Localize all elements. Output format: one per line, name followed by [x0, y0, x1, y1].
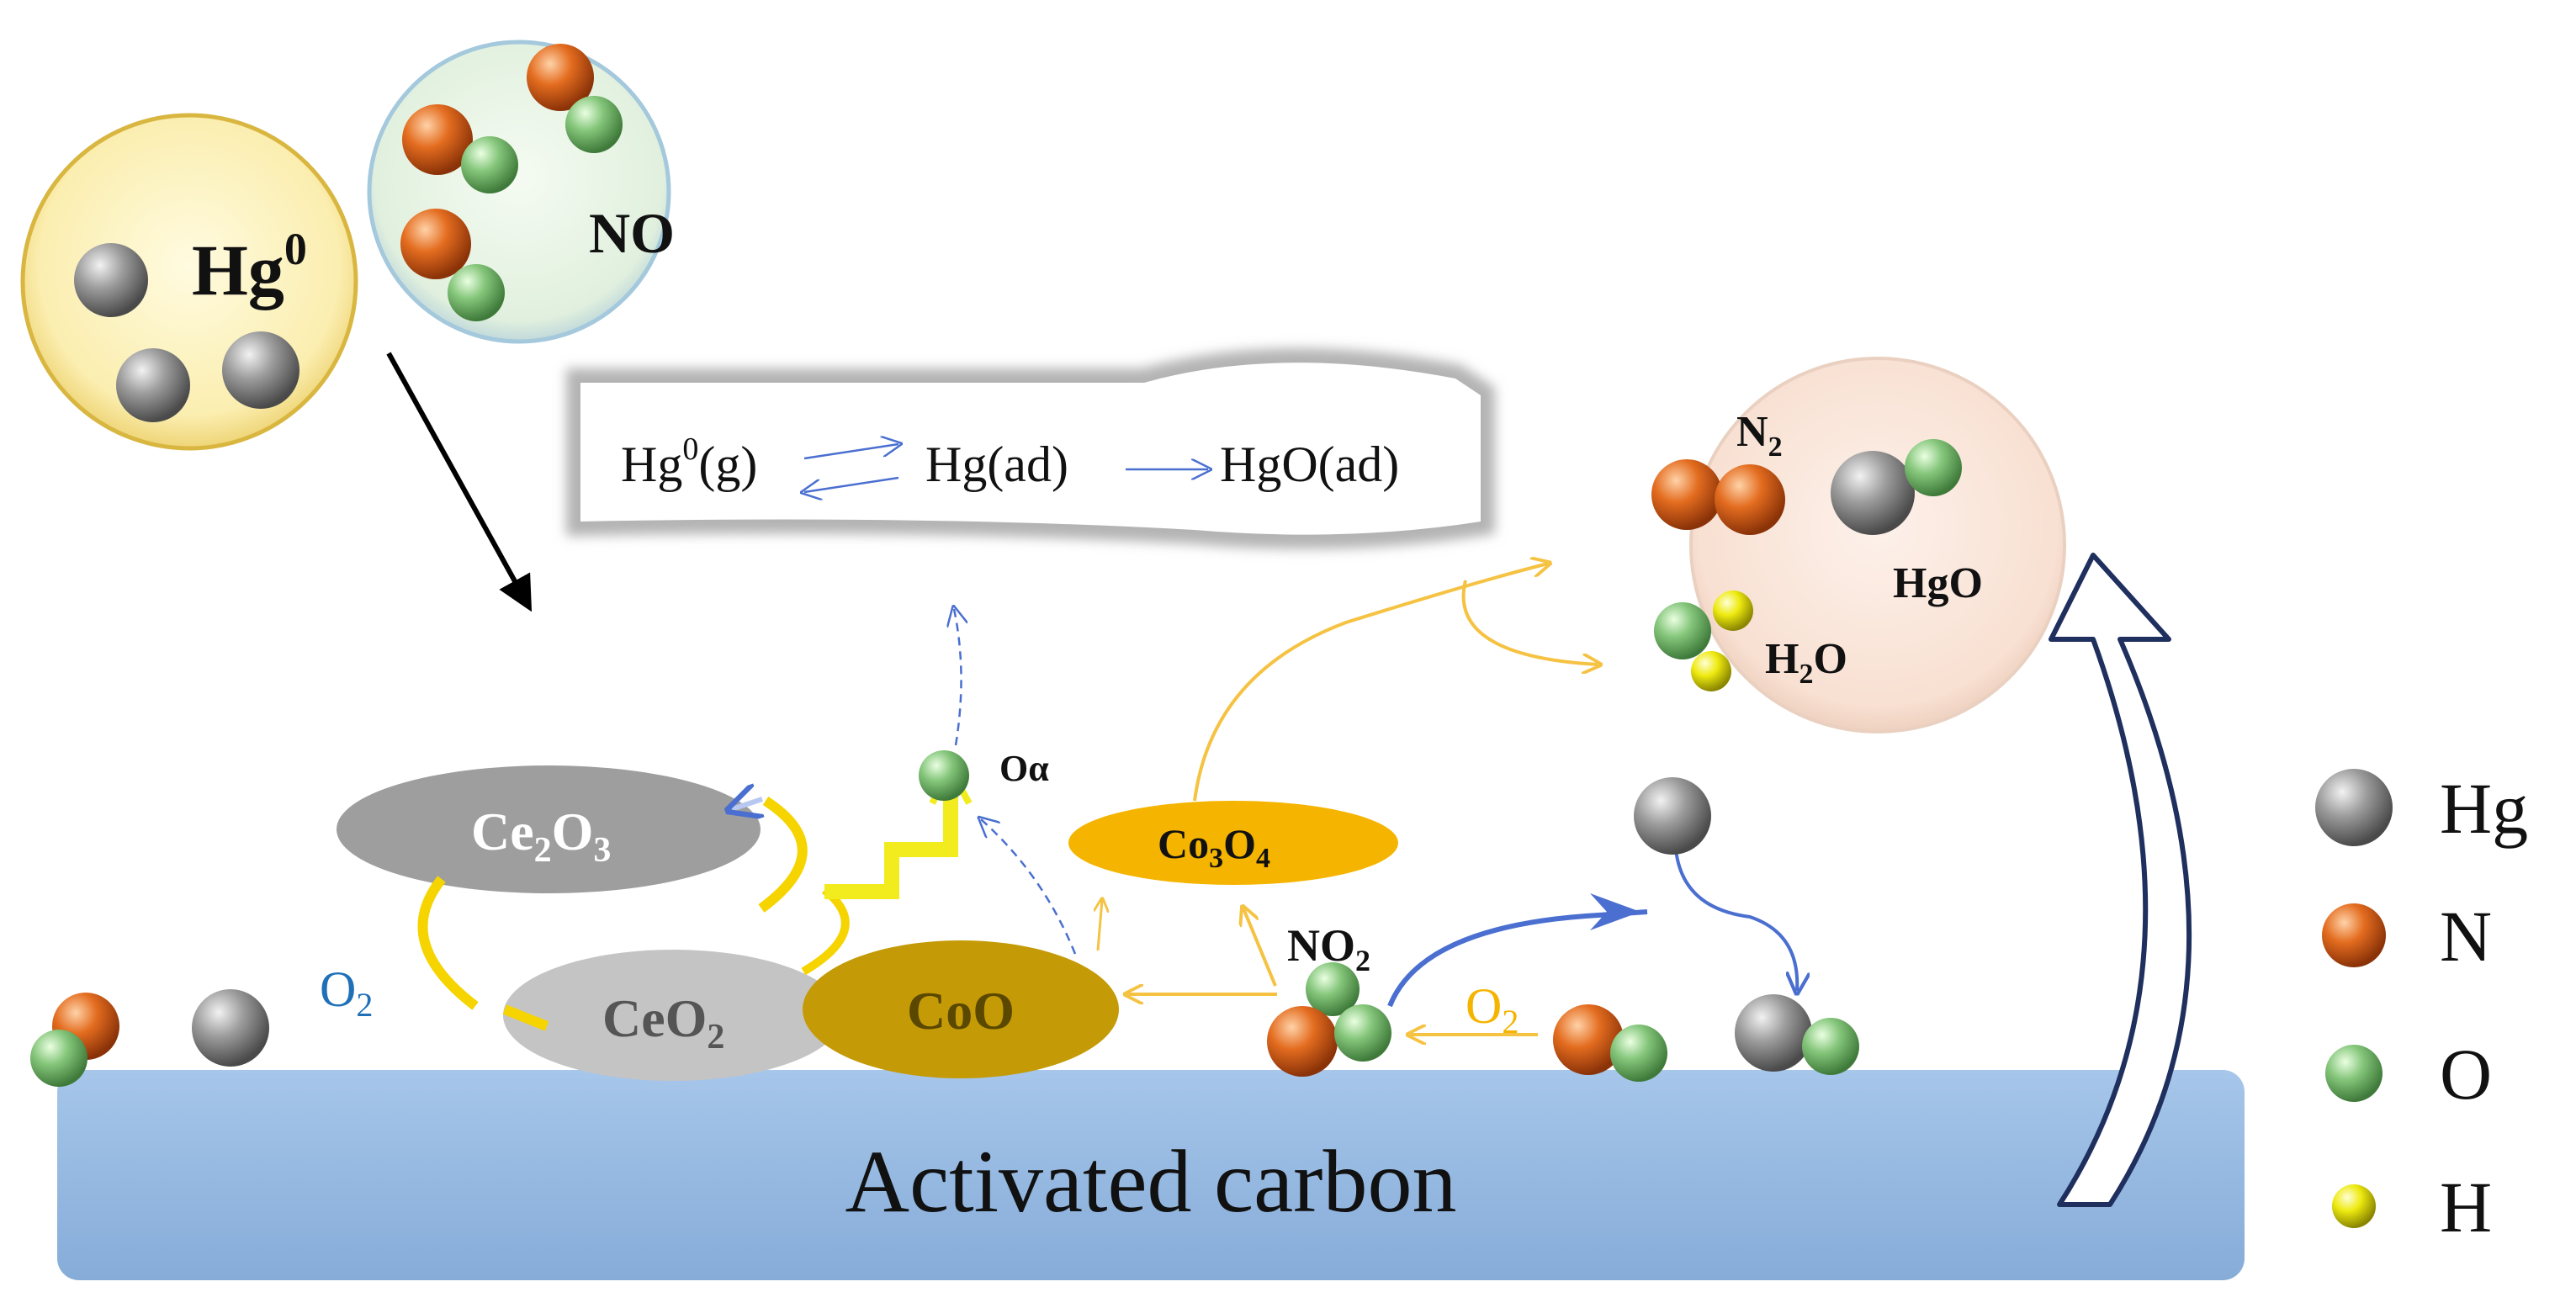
no2-to-hg-oxidation-arrow-head — [1590, 893, 1640, 930]
coo-ellipse — [803, 940, 1119, 1078]
no-bubble-molecules — [400, 44, 623, 321]
o-atom — [1905, 439, 1962, 496]
co3o4-label: Co3O4 — [1158, 820, 1270, 874]
legend-h-swatch — [2332, 1184, 2376, 1228]
no2-label: NO2 — [1287, 920, 1370, 977]
hg-atom — [74, 243, 148, 317]
o-alpha-atom — [919, 750, 969, 801]
reaction-step-hg-adsorbed: Hg(ad) — [925, 437, 1068, 492]
o-atom — [448, 264, 505, 321]
hg0-bubble — [20, 113, 358, 451]
o2-left-label: O2 — [320, 961, 373, 1024]
legend-hg-label: Hg — [2440, 768, 2528, 849]
desorption-curved-arrow — [2049, 553, 2192, 1207]
ce2o3-label: Ce2O3 — [471, 802, 611, 870]
reaction-step-hg0-gas: Hg0(g) — [621, 432, 757, 492]
coo-label: CoO — [907, 981, 1015, 1041]
hg-atom — [1831, 451, 1915, 535]
no2-to-hg-oxidation-arrow — [1387, 909, 1648, 1008]
gas-hg-atom — [1634, 777, 1711, 855]
hgo-label: HgO — [1893, 559, 1983, 607]
activated-carbon-label: Activated carbon — [845, 1132, 1457, 1231]
legend-n-swatch — [2322, 903, 2386, 967]
no-bubble-label: NO — [589, 201, 675, 265]
o-atom — [30, 1030, 87, 1087]
n-atom — [527, 44, 594, 111]
no-bubble — [367, 40, 671, 344]
gas-to-surface-arrow — [386, 352, 533, 612]
o-atom — [1306, 962, 1360, 1016]
legend-o-label: O — [2440, 1034, 2492, 1115]
oxygen-release-arrow — [824, 795, 958, 899]
h-atom — [1713, 590, 1753, 631]
legend-n-label: N — [2440, 896, 2492, 977]
hg-atom — [1735, 994, 1812, 1072]
h-atom — [1691, 651, 1731, 691]
coo-to-o-alpha-dashed-arrow — [981, 819, 1077, 955]
o-atom — [1334, 1004, 1391, 1062]
o-atom — [565, 96, 623, 153]
products-molecules — [1651, 439, 1962, 691]
n-atom — [400, 209, 471, 279]
ce2o3-ellipse — [337, 765, 761, 893]
o-atom — [461, 136, 518, 193]
o-atom — [1802, 1018, 1859, 1075]
ceo2-ellipse — [503, 950, 843, 1081]
surface-no-right — [1553, 1004, 1667, 1082]
hg-to-surface-arrow — [1674, 849, 1797, 991]
legend-hg-swatch — [2315, 769, 2393, 846]
n-atom — [1651, 459, 1722, 530]
legend-o-swatch — [2325, 1045, 2383, 1102]
h2o-label: H2O — [1765, 635, 1847, 690]
n-atom — [402, 104, 473, 175]
o-alpha-to-reaction-arrow — [954, 609, 962, 746]
n2-label: N2 — [1736, 408, 1783, 463]
surface-hg-left — [192, 989, 269, 1067]
o-atom — [1610, 1025, 1667, 1082]
surface-no-left — [30, 993, 119, 1087]
no2-molecule — [1267, 962, 1391, 1077]
hg-atom — [116, 348, 190, 422]
ceo2-label: CeO2 — [602, 988, 724, 1056]
n-atom — [1553, 1004, 1624, 1075]
n-atom — [1715, 464, 1785, 535]
o2-right-label: O2 — [1466, 978, 1519, 1041]
legend-h-label: H — [2440, 1167, 2492, 1247]
activated-carbon-substrate — [57, 1070, 2245, 1280]
hg-atom — [222, 331, 299, 409]
reversible-adsorption-arrows — [804, 444, 898, 492]
o-alpha-label: Oα — [999, 748, 1049, 789]
o-atom — [1654, 602, 1711, 659]
reaction-step-hgo-adsorbed: HgO(ad) — [1220, 437, 1399, 492]
n-atom — [1267, 1006, 1338, 1077]
hg0-bubble-label: Hg0 — [192, 224, 307, 310]
cobalt-cycle-arrows — [1098, 564, 1598, 1035]
surface-hgo — [1735, 994, 1859, 1075]
co3o4-ellipse — [1068, 801, 1398, 885]
products-bubble — [1689, 357, 2066, 733]
hg0-bubble-atoms — [74, 243, 299, 422]
